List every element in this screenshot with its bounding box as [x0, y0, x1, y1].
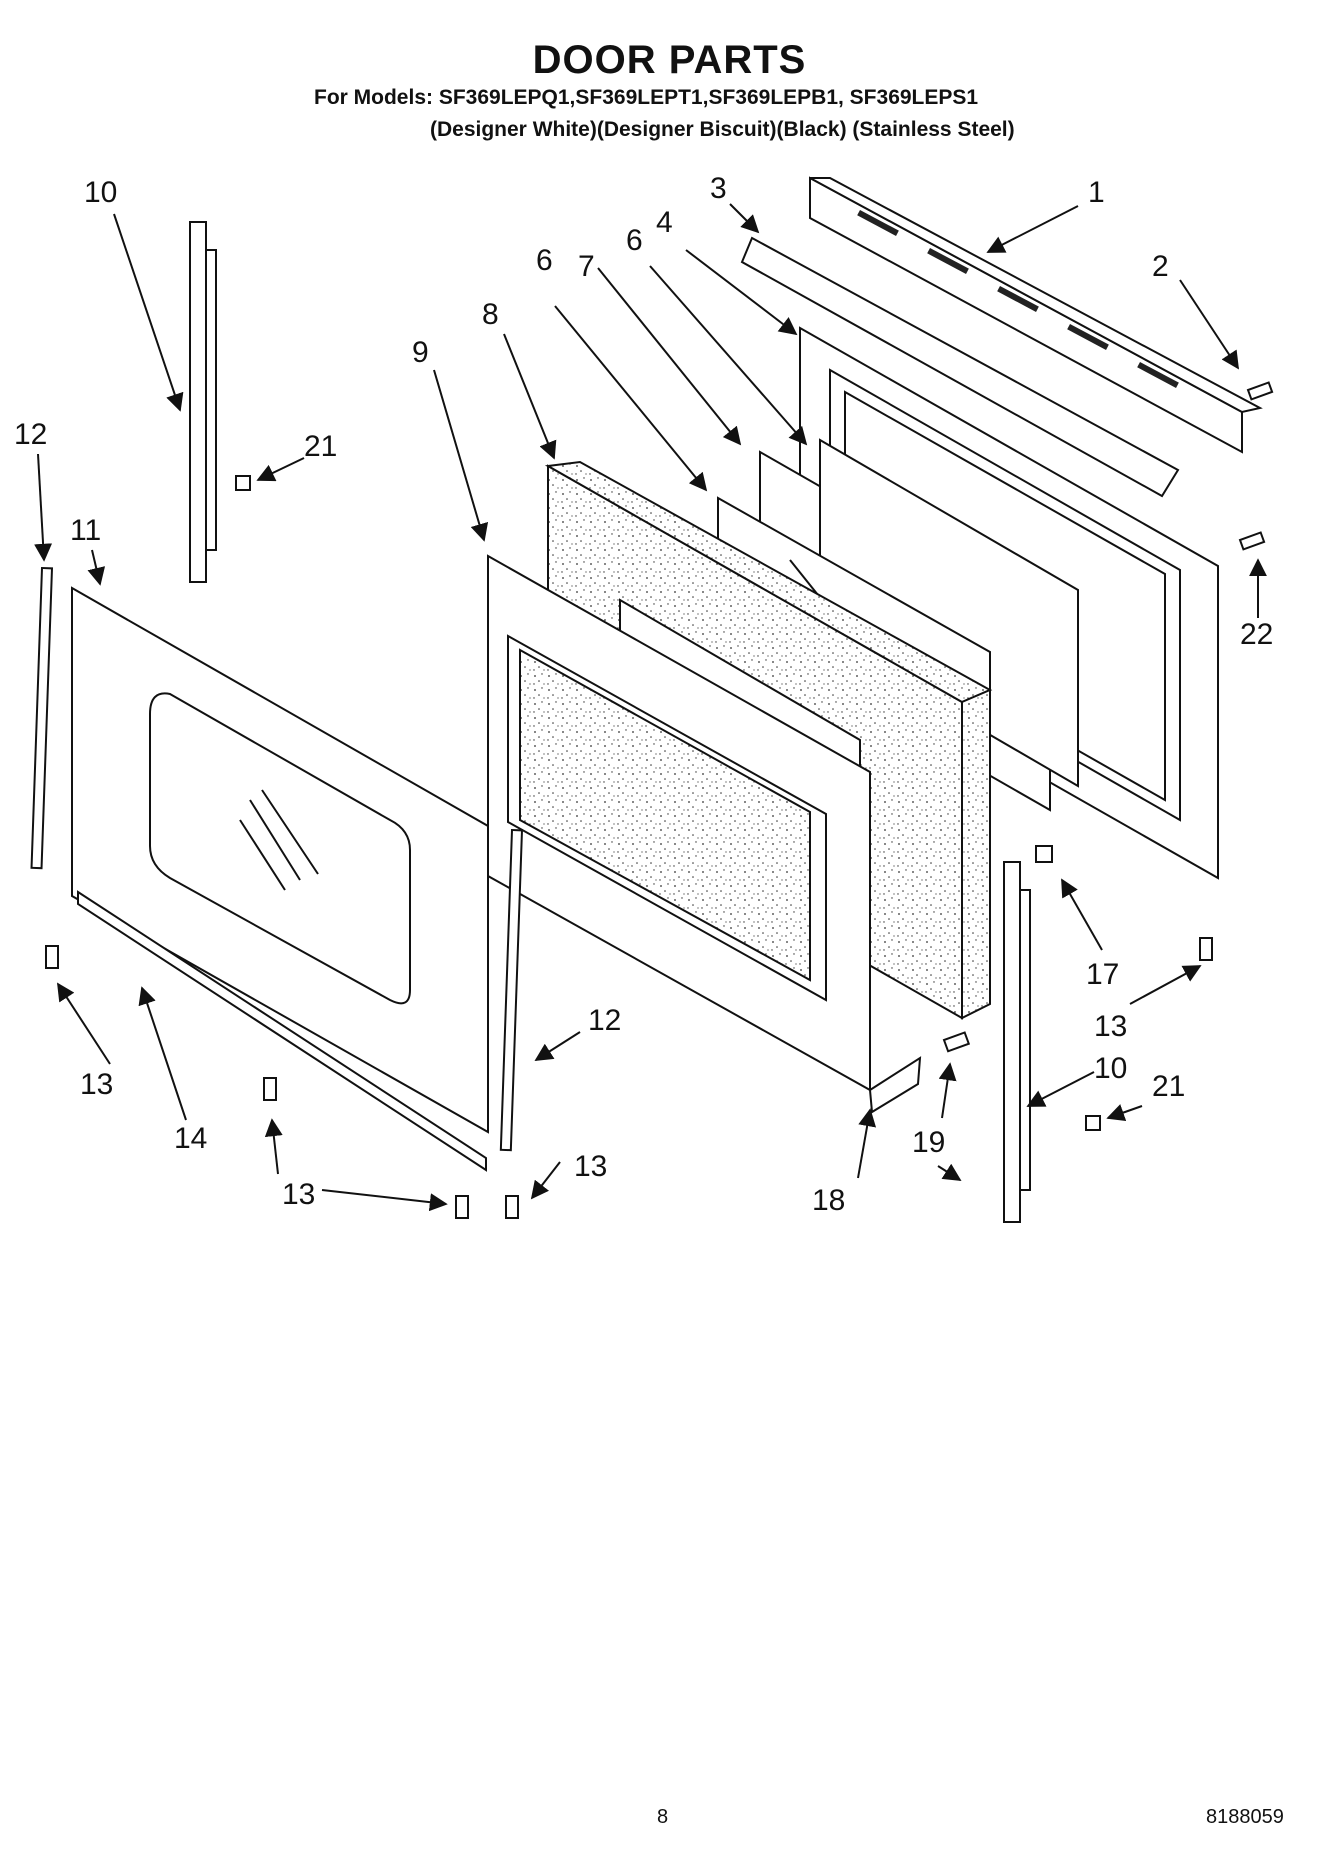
part-handle-strip — [740, 236, 1180, 498]
callout-1: 1 — [1088, 176, 1105, 209]
part-screw-13-e — [1199, 937, 1213, 961]
callout-2: 2 — [1152, 250, 1169, 283]
page-number: 8 — [657, 1806, 669, 1828]
part-screw-13-b — [263, 1077, 277, 1101]
callout-6b: 6 — [536, 244, 553, 277]
part-side-trim-right — [499, 828, 524, 1152]
callout-6a: 6 — [626, 224, 643, 257]
part-top-vent-trim — [809, 176, 1263, 454]
callout-22: 22 — [1240, 618, 1273, 651]
part-screw-13-d — [505, 1195, 519, 1219]
part-bottom-trim — [77, 890, 487, 1172]
part-screw-13-a — [45, 945, 59, 969]
callout-13d: 13 — [1094, 1010, 1127, 1043]
callout-13c: 13 — [574, 1150, 607, 1183]
part-outer-door-glass — [71, 586, 489, 1134]
callout-18: 18 — [812, 1184, 845, 1217]
callout-21a: 21 — [304, 430, 337, 463]
part-screw-22 — [1238, 531, 1266, 551]
callout-10a: 10 — [84, 176, 117, 209]
models-line: For Models: SF369LEPQ1,SF369LEPT1,SF369L… — [314, 86, 979, 109]
part-screw-2 — [1246, 381, 1274, 401]
part-side-trim-left — [30, 566, 54, 870]
part-screw-19 — [942, 1031, 971, 1053]
page-title: DOOR PARTS — [532, 38, 807, 82]
callout-12a: 12 — [14, 418, 47, 451]
callout-4: 4 — [656, 206, 673, 239]
colors-line: (Designer White)(Designer Biscuit)(Black… — [430, 118, 1015, 141]
part-hinge-bracket-right — [1003, 861, 1031, 1223]
callout-7: 7 — [578, 250, 595, 283]
callout-13a: 13 — [80, 1068, 113, 1101]
part-hinge-bracket-left — [189, 221, 217, 583]
part-clip-17 — [1035, 845, 1053, 863]
document-code: 8188059 — [1206, 1806, 1284, 1828]
callout-12b: 12 — [588, 1004, 621, 1037]
part-screw-13-c — [455, 1195, 469, 1219]
callout-17: 17 — [1086, 958, 1119, 991]
callout-19: 19 — [912, 1126, 945, 1159]
callout-9: 9 — [412, 336, 429, 369]
part-clip-21-right — [1085, 1115, 1101, 1131]
callout-11: 11 — [70, 514, 101, 547]
part-door-liner — [487, 554, 871, 1092]
callout-21b: 21 — [1152, 1070, 1185, 1103]
part-bracket-18 — [868, 1056, 922, 1114]
callout-13b: 13 — [282, 1178, 315, 1211]
callout-8: 8 — [482, 298, 499, 331]
callout-14: 14 — [174, 1122, 207, 1155]
part-clip-21-left — [235, 475, 251, 491]
callout-10b: 10 — [1094, 1052, 1127, 1085]
callout-3: 3 — [710, 172, 727, 205]
